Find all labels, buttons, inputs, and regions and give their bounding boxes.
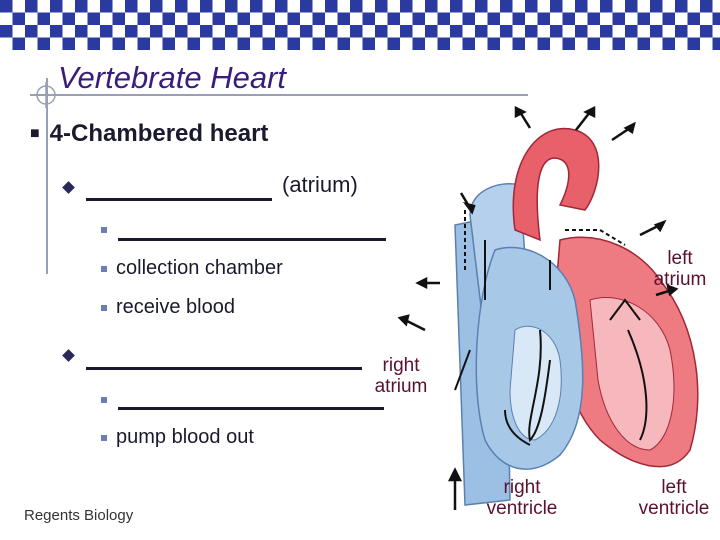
slide-title: Vertebrate Heart [58,60,287,95]
blank-line [86,198,272,201]
bullet-text: 4-Chambered heart [49,120,269,147]
square-bullet-icon: ■ [30,125,40,142]
small-bullet-icon [101,397,107,403]
diamond-bullet-icon [62,349,75,362]
small-bullet-icon [101,266,107,272]
title-underline [30,94,528,96]
small-bullet-icon [101,435,107,441]
header-banner [0,0,720,50]
small-bullet-icon [101,305,107,311]
item-receive-blood: receive blood [116,296,235,318]
blank-line [86,367,362,370]
bullet-4-chambered: ■ 4-Chambered heart [30,120,268,148]
item-collection-chamber: collection chamber [116,257,283,279]
right-chamber-inner [509,325,562,441]
blank-line [118,238,386,241]
atrium-text: (atrium) [282,172,358,197]
blank-line [118,407,384,410]
diamond-bullet-icon [62,181,75,194]
vertical-guide-line [46,78,48,274]
left-chamber-inner [589,296,675,451]
item-pump-blood-out: pump blood out [116,426,254,448]
heart-diagram [397,105,699,510]
crosshair-icon [33,82,59,108]
small-bullet-icon [101,227,107,233]
aorta [512,127,600,242]
footer-text: Regents Biology [24,507,134,524]
